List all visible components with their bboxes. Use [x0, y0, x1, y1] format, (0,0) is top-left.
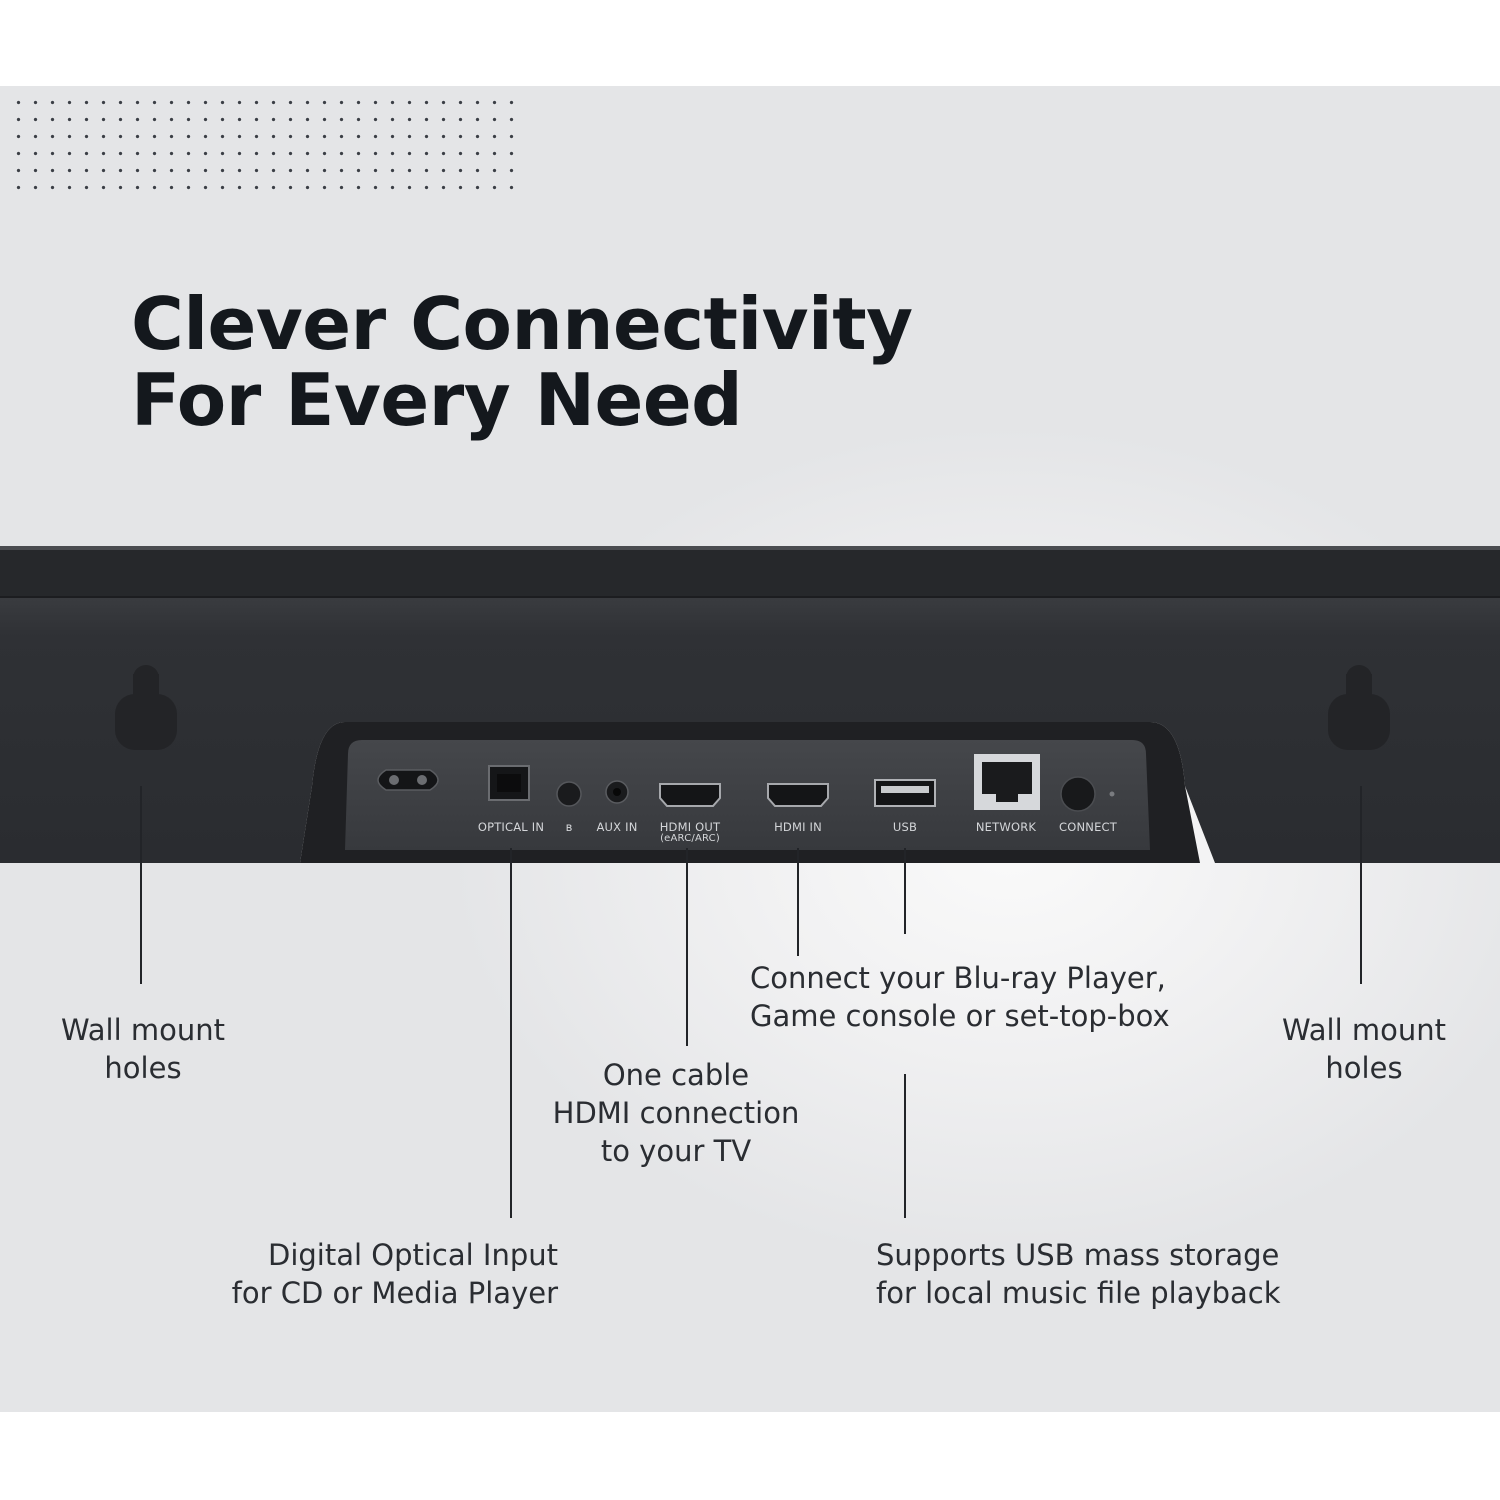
soundbar-rear-view: [0, 546, 1500, 863]
headline-line-2: For Every Need: [131, 358, 743, 442]
leader-line-optical: [510, 848, 512, 1218]
feature-panel: Clever Connectivity For Every Need: [0, 86, 1500, 1412]
dot-pattern-decoration: [10, 94, 526, 196]
headline-line-1: Clever Connectivity: [131, 282, 913, 366]
bluetooth-button-icon: [556, 781, 582, 807]
callout-wall-left-line-2: holes: [104, 1051, 182, 1085]
callout-wall-right-line-1: Wall mount: [1281, 1013, 1447, 1047]
leader-line-usb-bottom: [904, 1074, 906, 1218]
leader-line-hdmi-in: [797, 848, 799, 956]
callout-hdmi-in-line-1: Connect your Blu-ray Player,: [750, 961, 1166, 995]
wall-mount-hole-left-icon: [115, 665, 177, 750]
aux-port-icon: [605, 780, 629, 804]
callout-wall-mount-left: Wall mount holes: [40, 1011, 246, 1087]
callout-usb-line-1: Supports USB mass storage: [876, 1238, 1280, 1272]
callout-hdmi-out-line-1: One cable: [602, 1058, 750, 1092]
soundbar-top-rim: [0, 546, 1500, 598]
soundbar-body: [0, 596, 1500, 863]
callout-optical: Digital Optical Input for CD or Media Pl…: [168, 1236, 558, 1312]
network-port-icon: [974, 754, 1040, 810]
usb-port-icon: [874, 779, 936, 807]
port-label-hdmi-in: HDMI IN: [774, 820, 822, 834]
connect-button-icon: [1060, 776, 1096, 812]
callout-optical-line-2: for CD or Media Player: [231, 1276, 558, 1310]
callout-hdmi-in: Connect your Blu-ray Player, Game consol…: [750, 959, 1220, 1035]
port-label-optical: OPTICAL IN: [477, 820, 545, 834]
leader-line-hdmi-out: [686, 848, 688, 1046]
connect-led-icon: [1109, 791, 1115, 797]
optical-port-icon: [488, 765, 530, 801]
hdmi-in-port-icon: [767, 783, 829, 807]
callout-wall-mount-right: Wall mount holes: [1262, 1011, 1466, 1087]
hdmi-out-port-icon: [659, 783, 721, 807]
callout-wall-left-line-1: Wall mount: [60, 1013, 226, 1047]
port-label-hdmi-out-sub: (eARC/ARC): [660, 833, 720, 844]
headline: Clever Connectivity For Every Need: [131, 286, 913, 438]
callout-optical-line-1: Digital Optical Input: [267, 1238, 558, 1272]
callout-hdmi-out-line-2: HDMI connection: [552, 1096, 800, 1130]
callout-hdmi-out: One cable HDMI connection to your TV: [520, 1056, 832, 1170]
callout-usb-line-2: for local music file playback: [876, 1276, 1281, 1310]
port-label-usb: USB: [892, 820, 918, 834]
callout-wall-right-line-2: holes: [1325, 1051, 1403, 1085]
port-label-network: NETWORK: [975, 820, 1037, 834]
port-plate: [345, 740, 1150, 850]
port-label-hdmi-out: HDMI OUT (eARC/ARC): [650, 821, 730, 845]
callout-usb: Supports USB mass storage for local musi…: [876, 1236, 1346, 1312]
leader-line-wall-left: [140, 786, 142, 984]
power-socket-icon: [377, 769, 439, 791]
leader-line-usb-top: [904, 848, 906, 934]
callout-hdmi-in-line-2: Game console or set-top-box: [750, 999, 1170, 1033]
port-label-hdmi-out-main: HDMI OUT: [659, 820, 721, 834]
callout-hdmi-out-line-3: to your TV: [600, 1134, 752, 1168]
port-label-aux: AUX IN: [596, 820, 638, 834]
leader-line-wall-right: [1360, 786, 1362, 984]
wall-mount-hole-right-icon: [1328, 665, 1390, 750]
port-label-bluetooth: ʙ: [565, 820, 573, 834]
port-label-connect: CONNECT: [1058, 820, 1117, 834]
